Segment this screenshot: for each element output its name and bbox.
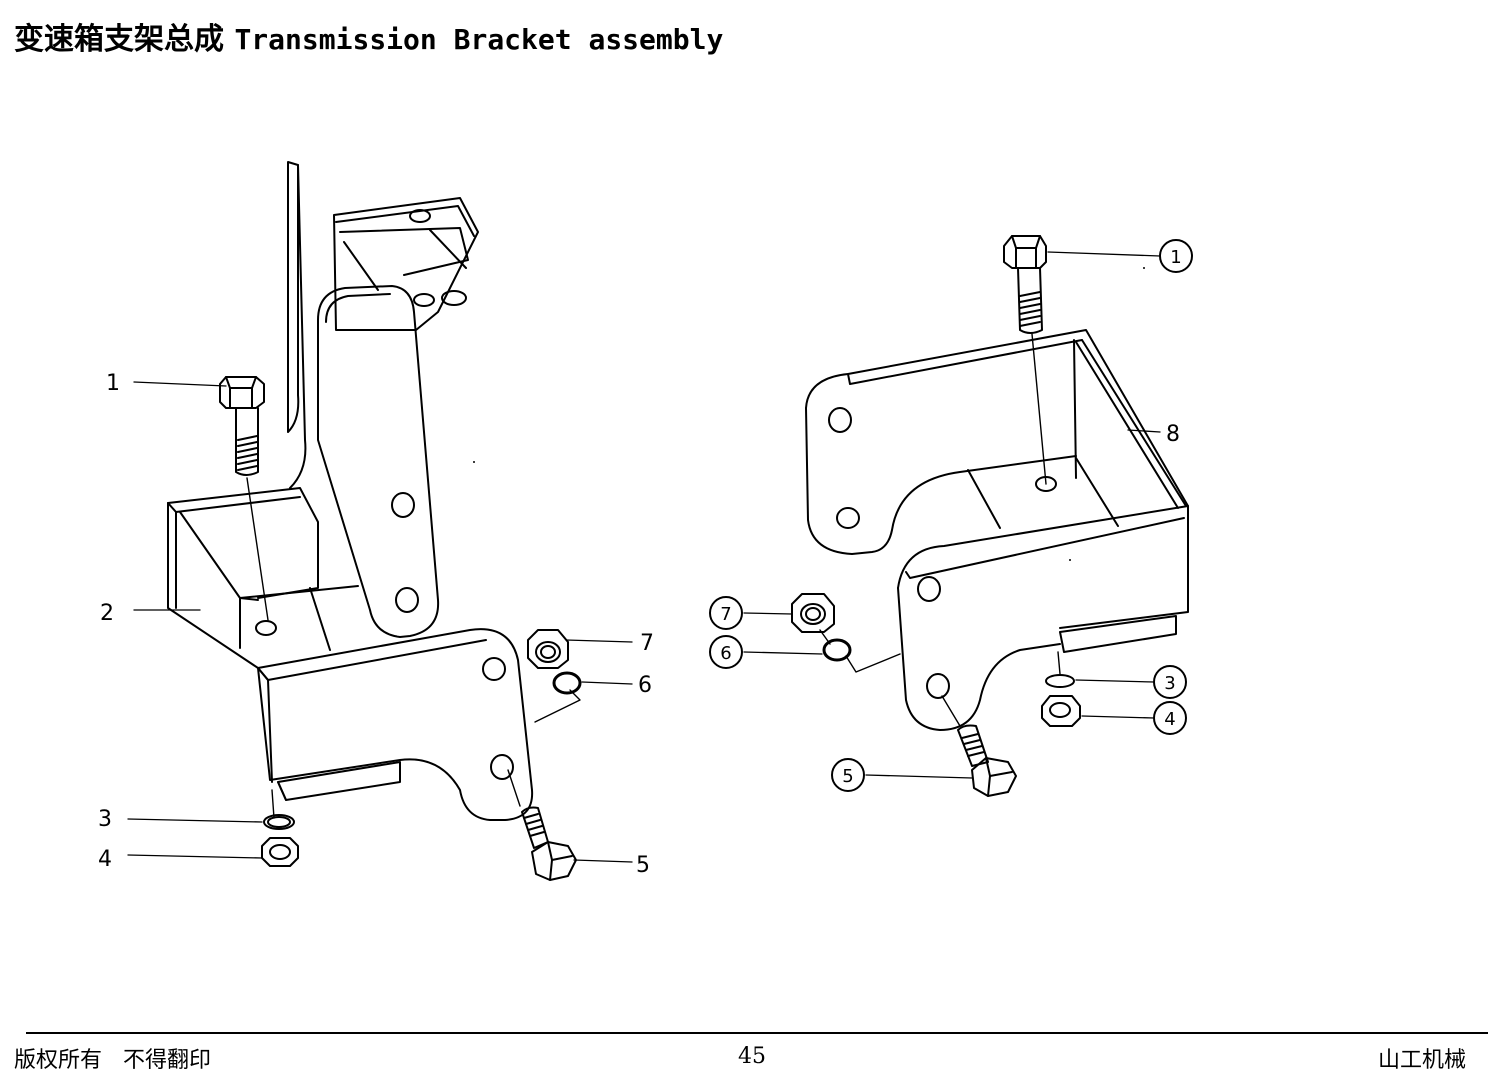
right-callout-8: 8 (1166, 422, 1180, 447)
left-callout-3: 3 (98, 807, 112, 832)
footer-company: 山工机械 (1378, 1048, 1467, 1073)
right-washer-nut (1041, 651, 1081, 727)
right-bolt-top (1003, 235, 1047, 485)
right-callout-5: 5 (842, 766, 853, 787)
left-callout-6: 6 (638, 673, 652, 698)
footer-page-number: 45 (738, 1044, 766, 1069)
right-callout-6: 6 (720, 643, 731, 664)
title-english: Transmission Bracket assembly (234, 23, 724, 56)
left-upper-bracket (287, 161, 479, 638)
left-callout-2: 2 (100, 601, 114, 626)
title-chinese: 变速箱支架总成 (14, 22, 224, 57)
footer-copyright: 版权所有 不得翻印 (14, 1048, 211, 1073)
page-title: 变速箱支架总成 Transmission Bracket assembly (14, 14, 723, 58)
left-nut-washer-upper (527, 629, 582, 723)
right-callout-1: 1 (1170, 247, 1181, 268)
left-callout-4: 4 (98, 847, 112, 872)
right-callout-3: 3 (1164, 673, 1175, 694)
right-channel-bracket (805, 329, 1189, 731)
left-bolt-bottom (507, 769, 577, 881)
right-callout-7: 7 (720, 604, 731, 625)
left-assembly (127, 161, 633, 881)
left-callout-5: 5 (636, 853, 650, 878)
left-bolt-top (219, 376, 269, 621)
left-channel-bracket (167, 487, 534, 821)
left-callout-7: 7 (640, 631, 654, 656)
left-callout-1: 1 (106, 371, 120, 396)
right-assembly (709, 235, 1193, 797)
right-callout-4: 4 (1164, 709, 1175, 730)
left-washer-nut (261, 789, 299, 867)
footer-divider (26, 1032, 1488, 1034)
right-nut-washer (791, 593, 901, 673)
right-bolt-bottom (941, 695, 1017, 797)
